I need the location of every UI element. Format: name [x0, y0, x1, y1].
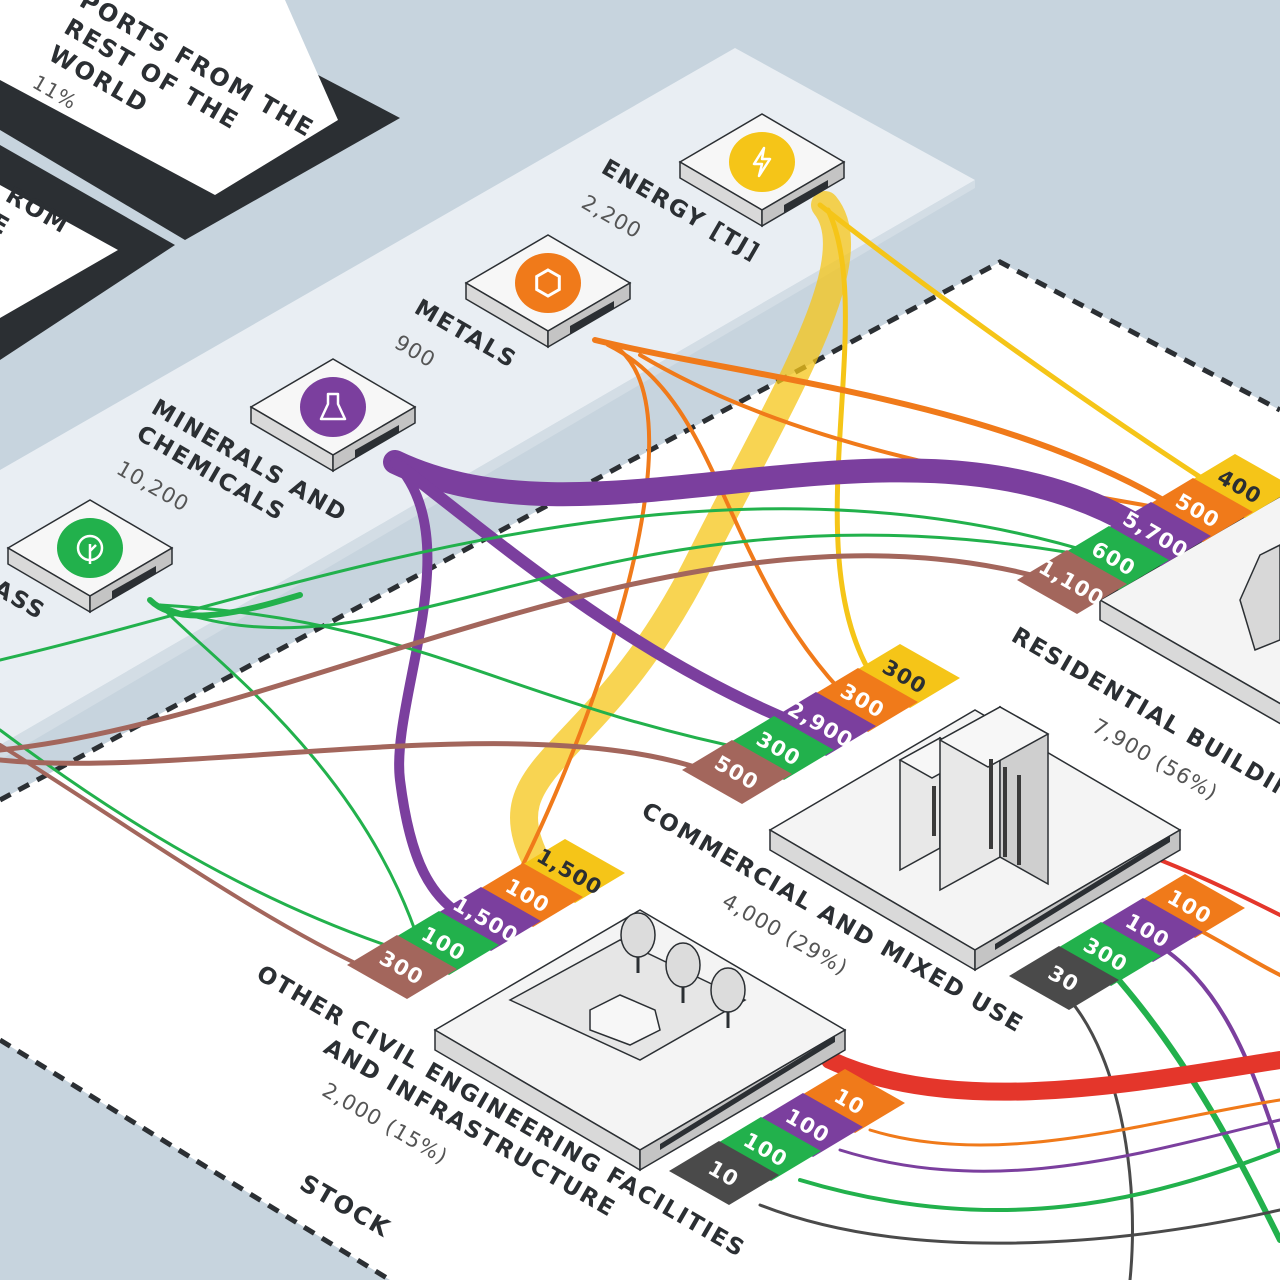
civil-tag-4-bg	[347, 935, 457, 999]
block-slot	[784, 180, 828, 213]
civil-tag-2: 1,500	[431, 887, 541, 951]
flow-biomass-27	[798, 1148, 1280, 1213]
flow-biomass-15	[0, 728, 402, 952]
block-slot	[570, 301, 614, 334]
residential-tag-2-bg	[1101, 502, 1211, 566]
commercial-tag-1: 300	[808, 668, 918, 732]
tree-icon-0	[620, 912, 656, 958]
commercial-tag-0-bg	[850, 644, 960, 708]
block-slot	[355, 425, 399, 458]
civil-outflow-tag-1: 100	[753, 1093, 863, 1157]
civil-outflow-tag-0-bg	[795, 1069, 905, 1133]
flow-biomass-11	[158, 533, 1112, 630]
commercial-building-tall-roof	[938, 706, 1050, 768]
imports-panel-top: PORTS FROM THE REST OF THE WORLD 11%	[0, 0, 400, 240]
civil-outflow-tag-3-bg	[669, 1141, 779, 1205]
civil-tag-1-bg	[473, 863, 583, 927]
source-shelf	[0, 48, 975, 760]
commercial-outflow-tag-0-bg	[1135, 874, 1245, 938]
civil-tag-3-bg	[389, 911, 499, 975]
leaf-stem	[88, 544, 97, 564]
block-slot	[112, 566, 156, 599]
civil-outflow-tag-3: 10	[669, 1141, 779, 1205]
platform-left	[1099, 598, 1280, 725]
leaf-icon	[76, 534, 104, 564]
flow-other-17	[0, 741, 733, 783]
residential-tag-4-bg	[1017, 550, 1127, 614]
commercial-tag-2-bg	[766, 692, 876, 756]
tree-icon-1	[665, 942, 701, 988]
flow-other-18	[0, 743, 372, 972]
flow-emission-19	[1158, 858, 1280, 917]
civil-tag-0-bg	[515, 839, 625, 903]
flow-energy-2	[825, 207, 881, 688]
minerals-icon-circle	[300, 377, 366, 437]
block-right	[547, 281, 631, 349]
flow-waste-28	[758, 1203, 1280, 1245]
commercial-outflow-tag-0: 100	[1135, 874, 1245, 938]
commercial-tag-3-bg	[724, 716, 834, 780]
stock-platform	[0, 259, 1280, 1280]
platform-residential	[1098, 495, 1280, 725]
flow-minerals-8	[389, 456, 806, 731]
flow-metals-3	[592, 337, 1183, 513]
lightning-icon	[752, 146, 772, 178]
imports-panel-second: ROM E	[0, 145, 175, 360]
flow-metals-6	[638, 353, 1232, 522]
flow-biomass-22	[1107, 967, 1280, 1243]
civil-outflow-tag-2-bg	[711, 1117, 821, 1181]
flow-lines	[0, 191, 1280, 1280]
platform-commercial	[768, 705, 1182, 972]
platform-slot	[660, 1036, 835, 1150]
flow-emission-24	[821, 1051, 1280, 1101]
flow-biomass-12	[158, 603, 762, 754]
hexagon-icon	[535, 268, 561, 298]
flow-tags: 4005005,7006001,1003003002,9003005001,50…	[347, 454, 1280, 1205]
flow-energy-0	[510, 191, 852, 899]
flow-energy-1	[817, 202, 1223, 493]
tree-icon-2	[710, 967, 746, 1013]
civil-outflow-tag-0: 10	[795, 1069, 905, 1133]
commercial-outflow-tag-2: 300	[1051, 922, 1161, 986]
civil-tag-2-bg	[431, 887, 541, 951]
platform-slot	[995, 836, 1170, 950]
civil-tag-1: 100	[473, 863, 583, 927]
commercial-outflow-tag-2-bg	[1051, 922, 1161, 986]
metals-icon-circle	[515, 253, 581, 313]
platform-civil	[433, 909, 847, 1172]
block-right	[332, 405, 416, 473]
car-icon	[589, 994, 661, 1046]
commercial-outflow-tag-1-bg	[1093, 898, 1203, 962]
flow-minerals-26	[838, 1118, 1280, 1173]
flow-other-16	[0, 553, 1053, 753]
civil-tag-4: 300	[347, 935, 457, 999]
civil-outflow-tag-1-bg	[753, 1093, 863, 1157]
flow-metals-25	[868, 1098, 1280, 1147]
flow-waste-23	[1068, 998, 1134, 1280]
energy-icon-circle	[729, 132, 795, 192]
commercial-tag-4-bg	[682, 740, 792, 804]
commercial-outflow-tag-3-bg	[1009, 946, 1119, 1010]
residential-tag-1-bg	[1143, 478, 1253, 542]
block-right	[89, 546, 173, 614]
flow-biomass-13	[158, 603, 422, 947]
flow-minerals-21	[1148, 938, 1280, 1152]
residential-tag-1: 500	[1143, 478, 1253, 542]
residential-tag-0-bg	[1185, 454, 1280, 518]
commercial-tag-4: 500	[682, 740, 792, 804]
flask-icon	[319, 392, 347, 421]
flow-minerals-7	[383, 450, 1147, 537]
flow-minerals-9	[390, 457, 475, 925]
block-right	[761, 160, 845, 228]
house-icon	[1239, 544, 1280, 652]
flow-biomass-14	[0, 507, 1102, 662]
commercial-outflow-tag-3: 30	[1009, 946, 1119, 1010]
commercial-tag-1-bg	[808, 668, 918, 732]
residential-tag-3-bg	[1059, 526, 1169, 590]
